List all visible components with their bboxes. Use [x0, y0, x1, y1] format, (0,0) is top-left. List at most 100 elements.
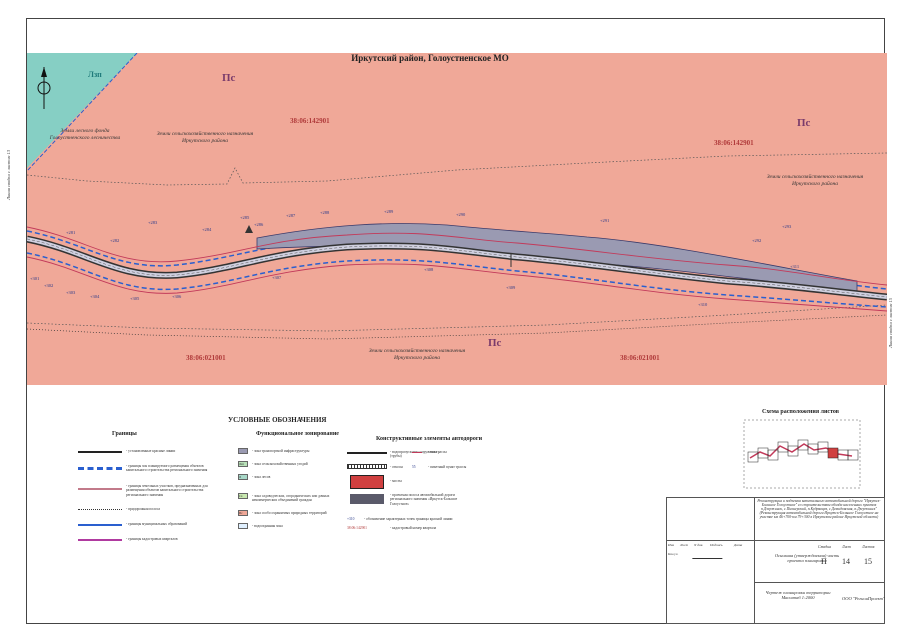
picket-label: +293 [782, 224, 792, 229]
culvert-marker [245, 225, 253, 233]
signature-mark [692, 549, 726, 559]
legend-swatch-protected: Пс [238, 510, 248, 516]
legend-item: - границы муниципальных образований [126, 522, 188, 526]
picket-label: +287 [286, 213, 296, 218]
title-block-rule [666, 540, 885, 541]
legend-swatch-garden: Сх [238, 493, 248, 499]
title-block-sheets: 15 [864, 557, 872, 566]
title-block-sheets-label: Листов [862, 545, 875, 549]
legend-col1-header: Границы [112, 431, 137, 437]
north-arrow-head [41, 67, 47, 77]
picket-label: +289 [384, 209, 394, 214]
legend-swatch-forest: Л [238, 474, 248, 480]
legend-symbol-point: +310 [347, 517, 355, 521]
legend-item: - границы кадастровых кварталов [126, 537, 178, 541]
picket-label: +286 [254, 222, 264, 227]
picket-label: +311 [790, 264, 800, 269]
picket-label: +305 [130, 296, 140, 301]
map-canvas [27, 53, 887, 385]
legend-item: - пикетный пункт трассы [428, 465, 467, 469]
picket-label: +307 [272, 275, 282, 280]
legend-item: - проектная полоса автомобильной дороги … [390, 493, 458, 506]
red-line-bottom [27, 256, 887, 312]
legend-item: - зона транспортной инфраструктуры [252, 449, 310, 453]
picket-label: +292 [752, 238, 762, 243]
land-label-agri-bottom: Земли сельскохозяйственного назначения И… [368, 348, 466, 361]
legend-swatch-agri: Лзп [238, 461, 248, 467]
north-arrow-circle [37, 81, 51, 95]
agricultural-land-area [27, 53, 887, 385]
edge-label-right: Линия сводки с листом 15 [888, 298, 893, 348]
land-label-agri-top-right: Земли сельскохозяйственного назначения И… [766, 174, 864, 187]
land-label-agri-top-left: Земли сельскохозяйственного назначения И… [156, 131, 254, 144]
cadastral-number-bottom-left: 38:06:021001 [186, 354, 226, 362]
legend-item: - зона особо охраняемых природных террит… [252, 511, 327, 515]
title-block-col-sign: Подпись [710, 543, 723, 547]
zone-code-ps-top-right: Пс [797, 117, 811, 129]
legend-item: - зона садоводческих, огороднических или… [252, 494, 330, 503]
cadastral-number-bottom-right: 38:06:021001 [620, 354, 660, 362]
legend-symbol-axis [412, 452, 422, 453]
picket-label: +306 [172, 294, 182, 299]
zone-code-ps-bottom: Пс [488, 337, 502, 349]
legend-symbol-culvert [347, 452, 387, 454]
legend-item: - придорожная полоса [126, 507, 161, 511]
title-block-organization: ООО "РегионПроект" [842, 596, 885, 601]
title-block-section: Основная (утверждаемая) часть проекта пл… [774, 553, 840, 563]
title-block [666, 497, 885, 624]
legend-symbol-parcel-boundary [78, 488, 122, 490]
map-title: Иркутский район, Голоустненское МО [351, 53, 509, 63]
zone-code-lzp: Лзп [88, 70, 102, 79]
legend-item: - установленные красные линии [126, 449, 176, 453]
forest-zone-area [27, 53, 137, 168]
picket-label: +309 [506, 285, 516, 290]
title-block-sheet-label: Лист [842, 545, 851, 549]
scheme-title: Схема расположения листов [762, 409, 840, 415]
picket-label: +304 [90, 294, 100, 299]
legend-swatch-water [238, 523, 248, 529]
legend-symbol-bridge [350, 475, 384, 489]
legend-symbol-red-line [78, 451, 122, 453]
land-label-forest: Земли лесного фонда Голоустненского лесн… [49, 128, 121, 141]
title-block-rule-2 [754, 582, 885, 583]
title-block-col-date: Дата [734, 543, 743, 547]
picket-label: +282 [110, 238, 120, 243]
legend-title: УСЛОВНЫЕ ОБОЗНАЧЕНИЯ [228, 416, 327, 424]
edge-label-left: Линия сводки с листом 13 [6, 150, 11, 200]
legend-item: - мосты [390, 479, 402, 483]
zone-code-ps-top-left: Пс [222, 72, 236, 84]
title-block-col-izm: Изм [668, 543, 675, 547]
picket-label: +303 [66, 290, 76, 295]
title-block-stage: П [821, 557, 827, 566]
municipal-boundary [27, 53, 138, 172]
legend-item: - обозначение характерных точек границы … [364, 517, 453, 521]
sheet-layout-scheme [743, 419, 861, 489]
picket-label: +290 [456, 212, 466, 217]
legend-symbol-roadside-strip [78, 509, 122, 510]
title-block-stage-label: Стадия [818, 545, 831, 549]
legend-symbol-slope [347, 464, 387, 469]
picket-label: +310 [698, 302, 708, 307]
legend-swatch-transport [238, 448, 248, 454]
legend-item: - кадастровый номер квартала [390, 526, 437, 530]
legend-col2-header: Функциональное зонирование [256, 431, 339, 437]
picket-label: +308 [424, 267, 434, 272]
picket-label: +284 [202, 227, 212, 232]
title-block-drawing: Чертеж планировки территории Масштаб 1:2… [765, 590, 831, 600]
roadside-strip-top [27, 152, 887, 186]
legend-symbol-zone-boundary [78, 467, 122, 470]
title-block-sheet: 14 [842, 557, 850, 566]
cadastral-number-top-left: 38:06:142901 [290, 117, 330, 125]
picket-label: +291 [600, 218, 610, 223]
picket-label: +288 [320, 210, 330, 215]
picket-label: +285 [240, 215, 250, 220]
legend-item: - зона сельскохозяйственных угодий [252, 462, 308, 466]
title-block-col-doc: N док. [694, 543, 704, 547]
legend-item: - ось трассы [428, 450, 447, 454]
roadside-strip-bottom [27, 304, 887, 332]
red-line-top [27, 226, 887, 286]
road-axis-line [27, 238, 887, 298]
legend-symbol-picket: 55 [412, 465, 416, 469]
title-block-col-list: Лист [680, 543, 689, 547]
title-block-signer: Кол.уч. [668, 552, 679, 556]
